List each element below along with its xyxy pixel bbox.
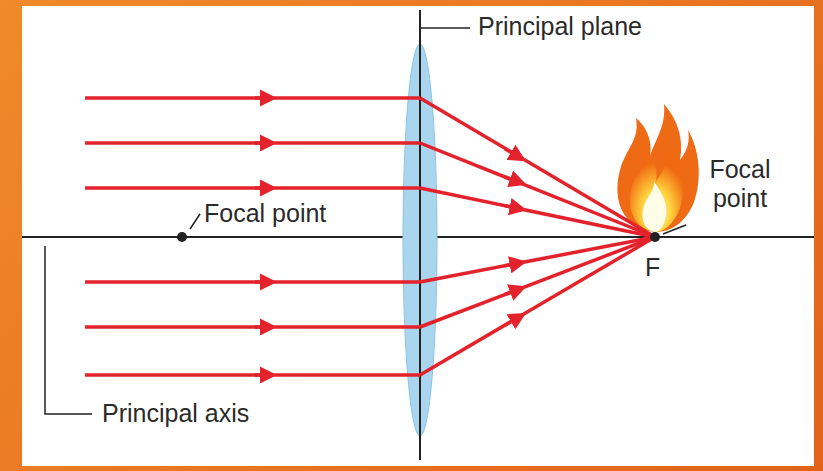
flame <box>617 104 698 232</box>
light-rays <box>85 98 655 375</box>
leader-line <box>663 225 686 234</box>
focal-point-label: Focal point <box>690 155 790 213</box>
focal-point-dot <box>650 232 660 242</box>
plane-label: Principal plane <box>478 12 642 41</box>
principal-plane-line <box>419 10 421 460</box>
ray-arrowheads <box>255 98 520 375</box>
leader-line <box>421 27 470 29</box>
focal-letter: F <box>645 253 660 282</box>
focal-point-label: Focal point <box>204 199 326 228</box>
focal-point-dot <box>177 232 187 242</box>
axis-label: Principal axis <box>102 399 249 428</box>
leader-line <box>190 214 200 229</box>
bracket <box>45 246 92 414</box>
